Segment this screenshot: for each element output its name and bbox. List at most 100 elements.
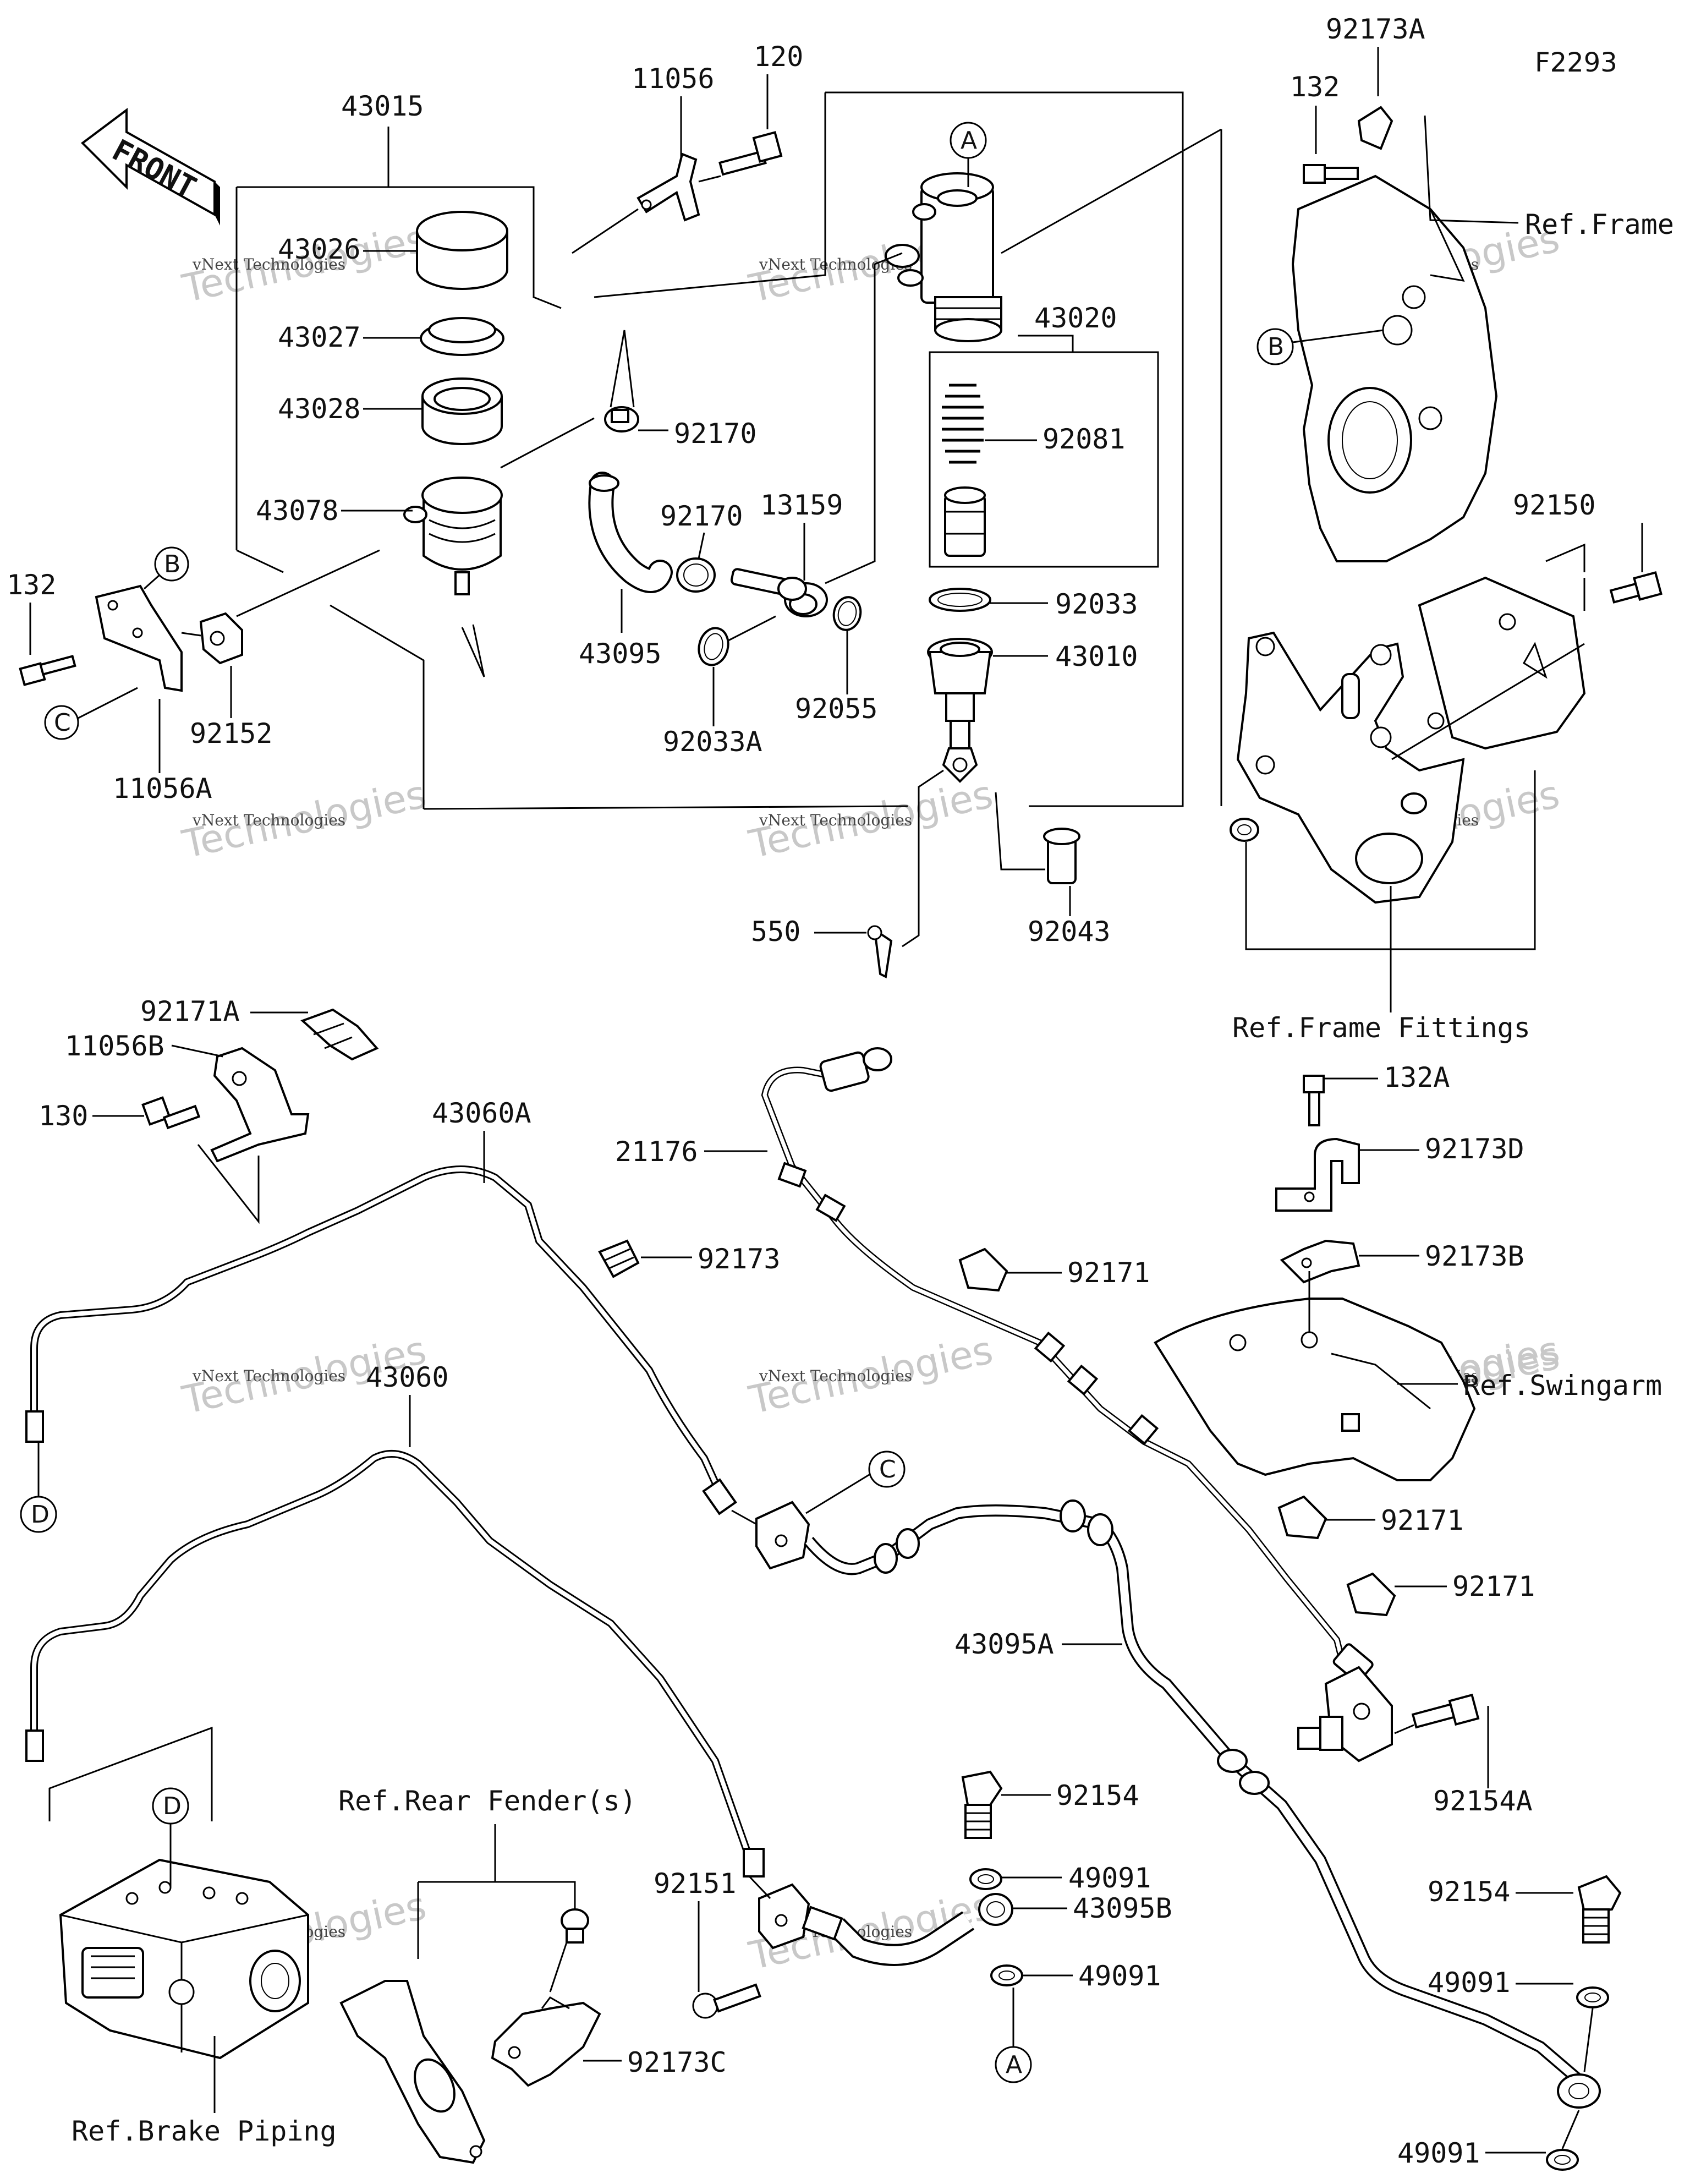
label-92171-b: 92171: [1381, 1504, 1464, 1536]
ref-brake-piping: Ref.Brake Piping: [72, 2115, 337, 2147]
bolt-120: [718, 131, 783, 176]
svg-text:D: D: [163, 1792, 182, 1820]
callout-d-abs: D: [152, 1787, 189, 1825]
label-92081: 92081: [1042, 423, 1126, 455]
label-11056: 11056: [632, 63, 715, 95]
clip-92171-a: [958, 1247, 1008, 1292]
snap-ring-92033A: [698, 627, 729, 666]
clamp-92170-top: [604, 406, 639, 433]
ref-frame-fittings: Ref.Frame Fittings: [1232, 1012, 1530, 1044]
fitting-13159: [730, 568, 828, 617]
frame-fitting-bracket: [1236, 631, 1465, 904]
clip-92171A: [300, 1008, 379, 1061]
hose-43095: [588, 472, 673, 593]
label-92173A: 92173A: [1326, 13, 1425, 45]
kit-43020-box: [929, 351, 1159, 568]
watermark-caption: vNext Technologies: [192, 811, 345, 829]
bolt-92154A: [1411, 1693, 1480, 1729]
bolt-132A: [1303, 1075, 1325, 1126]
bolt-132-top: [1303, 164, 1359, 184]
label-92171-c: 92171: [1452, 1570, 1535, 1602]
callout-b-top: B: [1256, 328, 1294, 365]
spring-92081: [942, 384, 984, 464]
label-92171-a: 92171: [1067, 1257, 1150, 1289]
callout-a-top: A: [950, 122, 987, 159]
label-43010: 43010: [1055, 641, 1138, 672]
svg-text:C: C: [879, 1455, 896, 1484]
label-132A: 132A: [1384, 1061, 1450, 1093]
label-11056A: 11056A: [113, 773, 212, 804]
bracket-11056A: [95, 584, 183, 692]
label-43095A: 43095A: [954, 1628, 1054, 1660]
callout-c-mid: C: [868, 1450, 906, 1488]
svg-text:C: C: [54, 709, 71, 737]
bolt-92151: [692, 1983, 761, 2019]
reservoir-group-frame: [235, 160, 562, 573]
brake-pipe-43060: [25, 1450, 765, 1878]
label-92033: 92033: [1055, 588, 1138, 620]
label-92173D: 92173D: [1425, 1133, 1524, 1165]
banjo-bolt-92154-b: [1577, 1875, 1622, 1944]
label-13159: 13159: [760, 489, 843, 521]
screw-rear-fender: [561, 1908, 589, 1944]
label-43026: 43026: [278, 233, 361, 265]
bolt-132-left: [19, 655, 76, 686]
label-92043: 92043: [1028, 916, 1111, 948]
ref-swingarm: Ref.Swingarm: [1463, 1370, 1662, 1402]
label-92152: 92152: [190, 718, 273, 749]
label-92170-b: 92170: [660, 500, 743, 532]
washer-49091-b: [990, 1964, 1023, 1986]
swingarm-shape: [1154, 1298, 1476, 1481]
abs-unit: [59, 1858, 309, 2060]
label-92154-a: 92154: [1056, 1780, 1139, 1811]
callout-d-left: D: [20, 1496, 57, 1533]
push-rod-43010: [927, 638, 993, 783]
callout-b-left: B: [154, 546, 189, 582]
label-92170-a: 92170: [674, 418, 757, 450]
pipe-joint: [758, 1883, 843, 1950]
bracket-11056: [637, 152, 700, 222]
washer-49091-a: [969, 1868, 1002, 1890]
label-43095: 43095: [579, 638, 662, 670]
label-49091-d: 49091: [1397, 2137, 1480, 2169]
sensor-cable-21176: [761, 1047, 1374, 1683]
watermark-caption: vNext Technologies: [192, 255, 345, 273]
clip-92173B: [1280, 1239, 1360, 1284]
svg-text:D: D: [31, 1501, 50, 1529]
pin-92043: [1043, 828, 1080, 884]
ref-frame: Ref.Frame: [1525, 209, 1674, 240]
svg-text:B: B: [1268, 333, 1284, 361]
label-92033A: 92033A: [663, 726, 762, 758]
label-49091-c: 49091: [1428, 1967, 1511, 1999]
label-92154A: 92154A: [1433, 1785, 1533, 1817]
junction-block-c: [755, 1501, 810, 1570]
watermark-caption: vNext Technologies: [759, 811, 912, 829]
rear-fender-shape: [339, 1980, 486, 2164]
frame-part-top: [1291, 174, 1498, 562]
clip-92173A: [1357, 106, 1393, 150]
label-43015: 43015: [341, 90, 424, 122]
label-92173B: 92173B: [1425, 1240, 1524, 1272]
clamp-92170-mid: [676, 557, 716, 593]
brake-pipe-43060A: [25, 1165, 737, 1515]
cotter-pin-550: [867, 925, 893, 979]
clip-92171-c: [1346, 1572, 1396, 1617]
clip-92173C: [491, 1996, 601, 2087]
ref-rear-fender: Ref.Rear Fender(s): [338, 1785, 637, 1817]
label-132-top: 132: [1290, 71, 1340, 103]
washer-frame-fitting: [1230, 818, 1259, 842]
label-21176: 21176: [615, 1136, 698, 1168]
washer-49091-c: [1576, 1986, 1609, 2008]
label-43060: 43060: [366, 1361, 449, 1393]
washer-49091-d: [1546, 2149, 1579, 2171]
svg-text:A: A: [1006, 2051, 1022, 2079]
reservoir-cap: [416, 211, 508, 290]
master-cylinder-frame: [330, 91, 1184, 810]
nut-92152: [199, 612, 243, 665]
watermark-caption: vNext Technologies: [192, 1367, 345, 1385]
bracket-11056B: [210, 1047, 310, 1163]
label-92154-b: 92154: [1428, 1876, 1511, 1908]
master-cylinder-body: [885, 172, 1002, 342]
callout-a-bottom: A: [995, 2046, 1032, 2083]
clip-92171-b: [1277, 1495, 1327, 1540]
